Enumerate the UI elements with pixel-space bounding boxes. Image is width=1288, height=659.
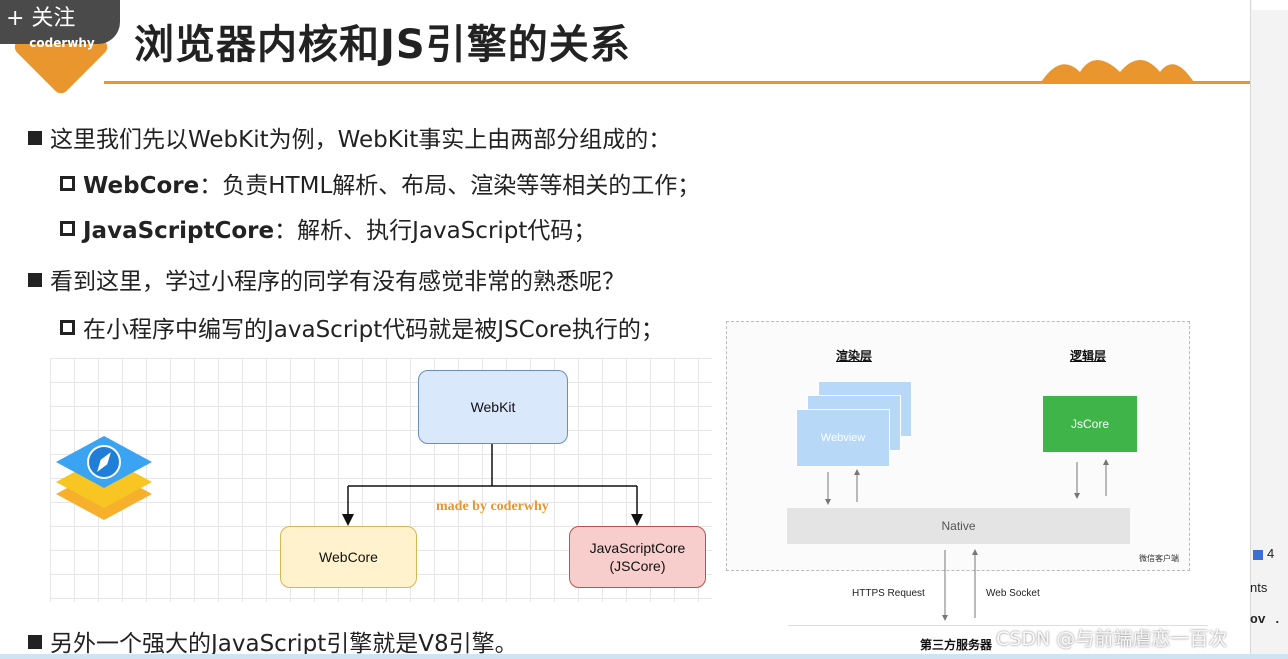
webkit-connectors (342, 444, 643, 526)
bullet-square-icon (28, 634, 42, 649)
wave-decoration (1040, 60, 1195, 84)
bullet-2-sub-text: 在小程序中编写的JavaScript代码就是被JSCore执行的； (83, 317, 664, 343)
slide: coderwhy + 关注 浏览器内核和JS引擎的关系 这里我们先以WebKit… (0, 0, 1250, 659)
webcore-desc: ：负责HTML解析、布局、渲染等等相关的工作； (199, 173, 701, 199)
third-party-server-label: 第三方服务器 (920, 638, 993, 652)
miniprogram-arrows (825, 459, 1109, 621)
title-underline (104, 81, 1250, 84)
side-panel-top (1252, 0, 1288, 10)
bullet-hollow-square-icon (60, 320, 75, 335)
side-panel-text: nts (1250, 580, 1268, 595)
jscore-node-line1: JavaScriptCore (589, 540, 686, 556)
jscore-desc: ：解析、执行JavaScript代码； (274, 218, 597, 244)
bullet-1-sub-1: WebCore：负责HTML解析、布局、渲染等等相关的工作； (60, 166, 700, 200)
web-socket-label: Web Socket (986, 588, 1040, 599)
logo-text: coderwhy (29, 36, 95, 50)
made-by-label: made by coderwhy (436, 499, 549, 514)
wechat-client-label: 微信客户端 (1139, 554, 1179, 563)
jscore-term: JavaScriptCore (83, 218, 275, 244)
bullet-hollow-square-icon (60, 221, 75, 236)
side-panel-code: ov . (1250, 612, 1282, 627)
https-request-label: HTTPS Request (852, 588, 925, 599)
bullet-2: 看到这里，学过小程序的同学有没有感觉非常的熟悉呢？ (28, 262, 625, 296)
comment-count-badge[interactable]: 4 (1250, 546, 1288, 566)
bullet-3-text: 另外一个强大的JavaScript引擎就是V8引擎。 (50, 631, 518, 657)
jscore-node-line2: (JSCore) (609, 558, 666, 574)
side-panel (1250, 0, 1288, 659)
bullet-2-text: 看到这里，学过小程序的同学有没有感觉非常的熟悉呢？ (50, 269, 625, 295)
webview-label: Webview (820, 432, 866, 444)
bottom-bar (0, 654, 1288, 659)
webview-card-front (796, 409, 890, 467)
webkit-node: WebKit (418, 370, 568, 444)
bullet-square-icon (28, 130, 42, 145)
webcore-node: WebCore (280, 526, 417, 588)
bullet-1-sub-2: JavaScriptCore：解析、执行JavaScript代码； (60, 211, 596, 245)
bullet-1: 这里我们先以WebKit为例，WebKit事实上由两部分组成的： (28, 120, 671, 154)
bullet-square-icon (28, 272, 42, 287)
webcore-term: WebCore (83, 173, 200, 199)
comment-count: 4 (1267, 546, 1275, 561)
bullet-2-sub-1: 在小程序中编写的JavaScript代码就是被JSCore执行的； (60, 310, 664, 344)
bullet-hollow-square-icon (60, 176, 75, 191)
bullet-1-text: 这里我们先以WebKit为例，WebKit事实上由两部分组成的： (50, 127, 672, 153)
jscore-box: JsCore (1043, 396, 1137, 452)
follow-button[interactable]: + 关注 (0, 0, 120, 44)
bullet-3: 另外一个强大的JavaScript引擎就是V8引擎。 (28, 624, 518, 658)
csdn-watermark: CSDN @与前端虐恋一百次 (996, 628, 1228, 650)
slide-title: 浏览器内核和JS引擎的关系 (134, 22, 631, 68)
comment-icon (1253, 549, 1263, 560)
jscore-node: JavaScriptCore (JSCore) (569, 526, 706, 588)
render-layer-label: 渲染层 (836, 349, 873, 363)
native-bar: Native (787, 508, 1130, 544)
third-party-server-box (788, 625, 1208, 659)
logic-layer-label: 逻辑层 (1070, 349, 1107, 363)
webkit-logo-icon (56, 436, 152, 520)
